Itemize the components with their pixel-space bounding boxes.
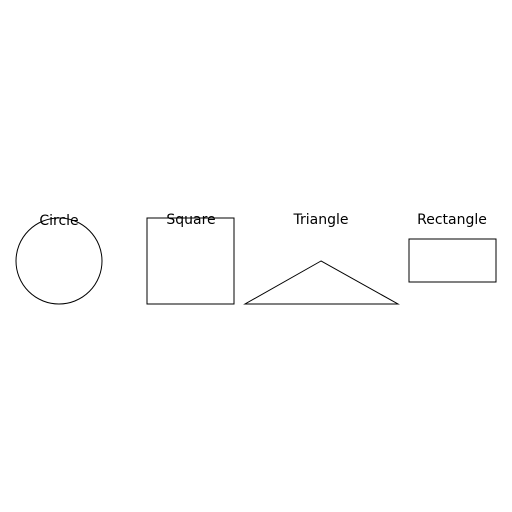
circle-figure: Circle — [15, 213, 103, 305]
square-label: Square — [166, 212, 215, 228]
triangle-figure: Triangle — [243, 212, 400, 305]
circle-label: Circle — [39, 213, 78, 229]
triangle-label: Triangle — [293, 212, 349, 228]
rectangle-label: Rectangle — [417, 212, 487, 228]
rectangle-shape — [408, 238, 497, 283]
square-figure: Square — [146, 212, 235, 305]
square-shape — [146, 217, 235, 305]
triangle-shape — [243, 260, 400, 305]
circle-shape — [15, 217, 103, 305]
rectangle-figure: Rectangle — [408, 212, 497, 283]
